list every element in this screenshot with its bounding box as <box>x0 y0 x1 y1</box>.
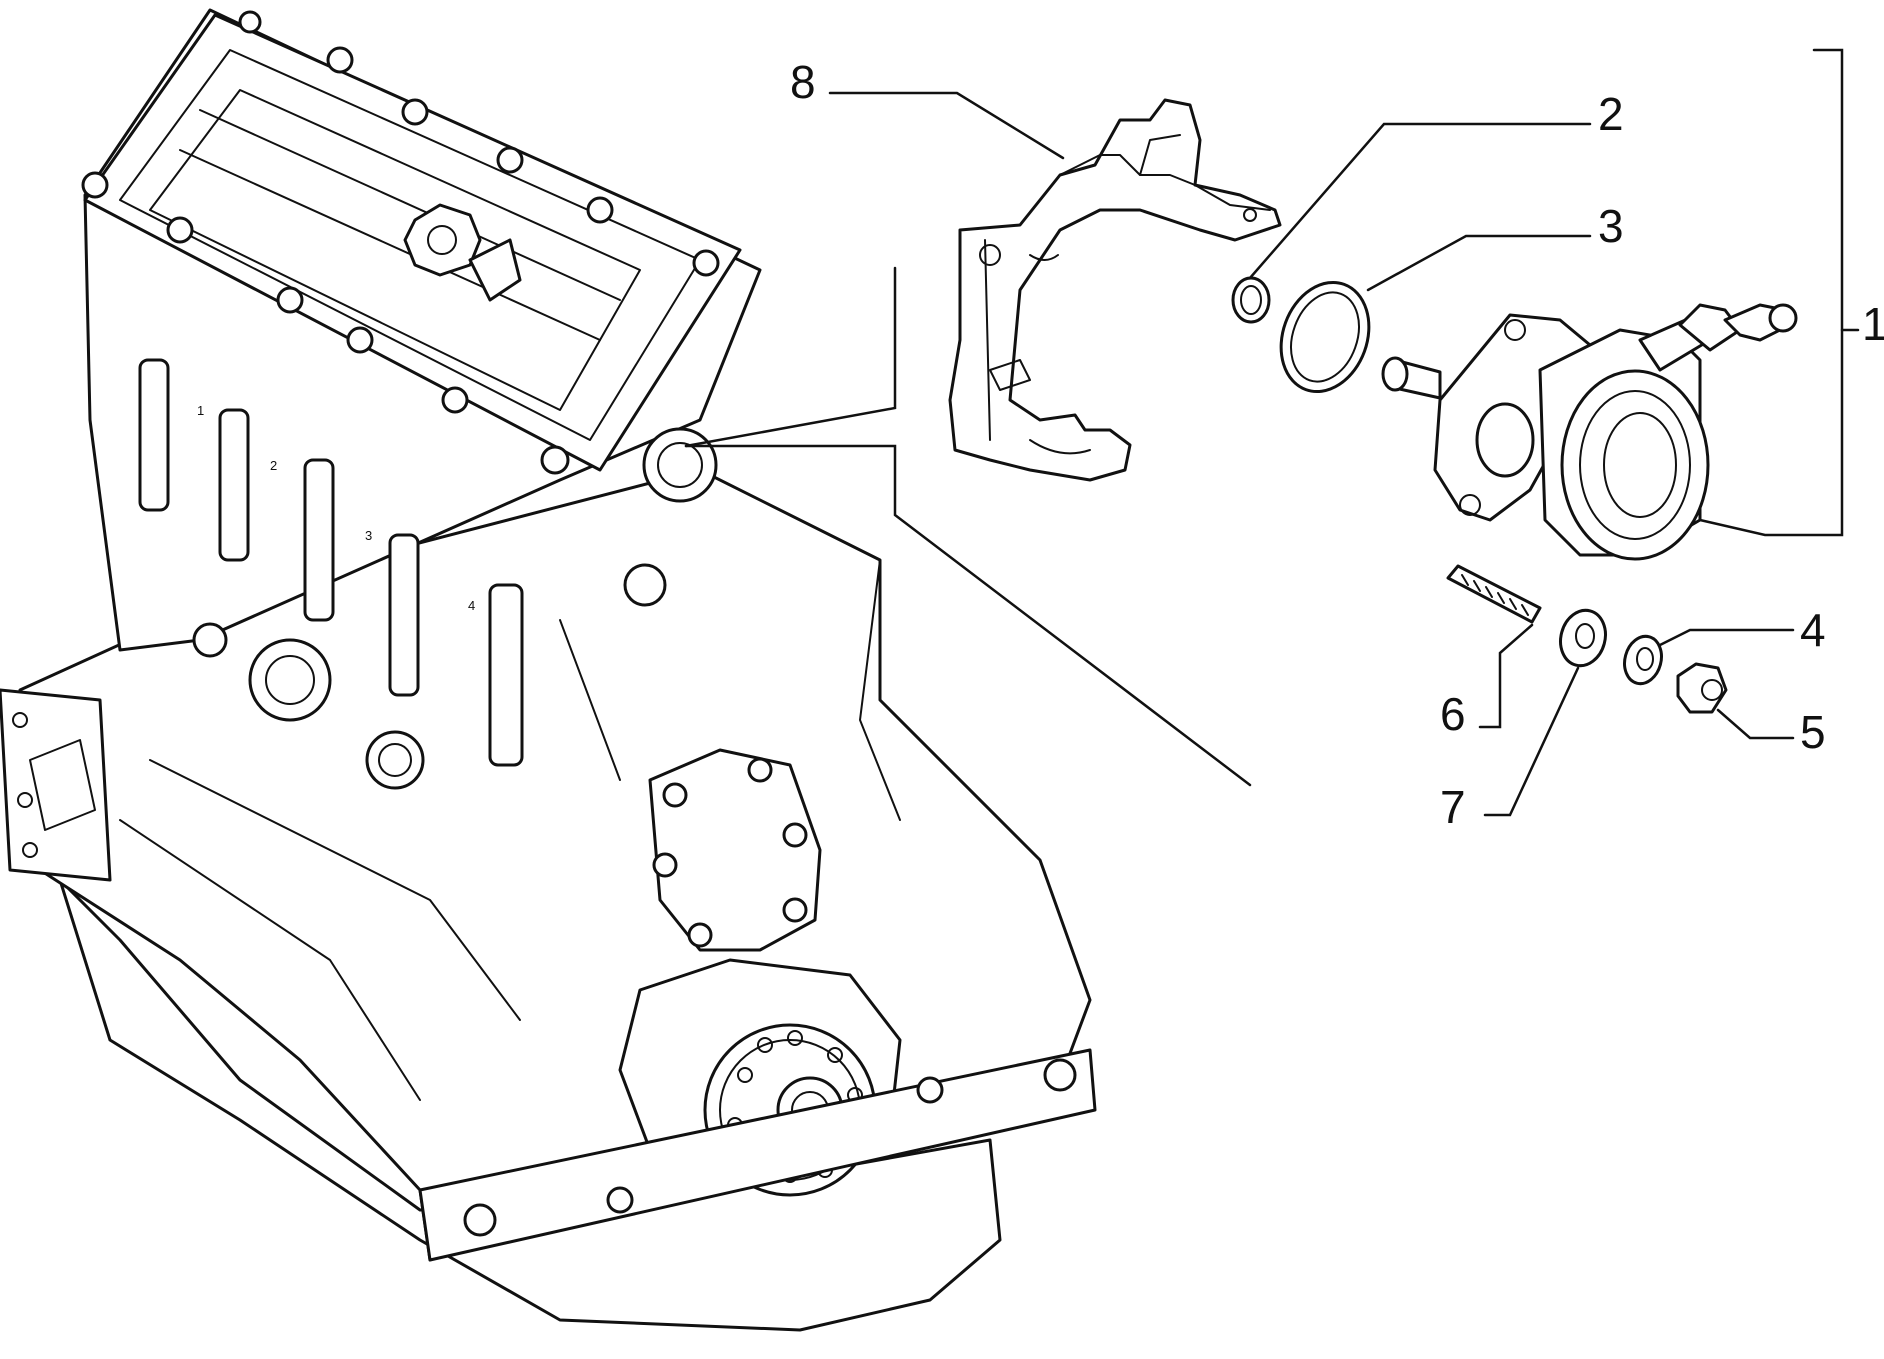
callout-2: 2 <box>1598 88 1624 140</box>
oil-filler-cap <box>403 203 522 302</box>
cylinder-mark-3: 3 <box>365 528 372 543</box>
small-o-ring-part-2 <box>1231 276 1271 324</box>
pump-mounting-pad <box>648 748 822 952</box>
pump-assembly-part-1 <box>1381 303 1798 561</box>
leader-7 <box>1483 666 1580 817</box>
stud-part-6 <box>1446 564 1542 624</box>
callout-1: 1 <box>1862 298 1884 350</box>
leader-5 <box>1716 708 1795 740</box>
callout-3: 3 <box>1598 200 1624 252</box>
spark-plug-boots: 1 2 3 4 <box>138 358 524 767</box>
bracket-part-8 <box>948 98 1282 482</box>
callout-4: 4 <box>1800 604 1826 656</box>
cylinder-mark-2: 2 <box>270 458 277 473</box>
cylinder-mark-4: 4 <box>468 598 475 613</box>
leader-8 <box>828 91 1065 160</box>
cover-bolts <box>81 10 720 475</box>
leader-6 <box>1478 623 1534 729</box>
cylinder-mark-1: 1 <box>197 403 204 418</box>
callout-7: 7 <box>1440 781 1466 833</box>
lock-washer-part-4 <box>1623 634 1663 686</box>
nut-part-5 <box>1676 662 1728 714</box>
leader-4 <box>1658 628 1795 647</box>
callout-6: 6 <box>1440 688 1466 740</box>
callout-8: 8 <box>790 56 816 108</box>
gasket-part-3 <box>1279 280 1371 394</box>
leader-3 <box>1366 234 1592 292</box>
callout-5: 5 <box>1800 706 1826 758</box>
leader-2 <box>1248 122 1592 280</box>
engine-block: 1 2 3 4 <box>0 8 1097 1332</box>
mounting-location-leaders <box>684 266 1252 787</box>
washer-part-7 <box>1559 608 1607 668</box>
leader-1-bracket <box>1698 48 1844 537</box>
